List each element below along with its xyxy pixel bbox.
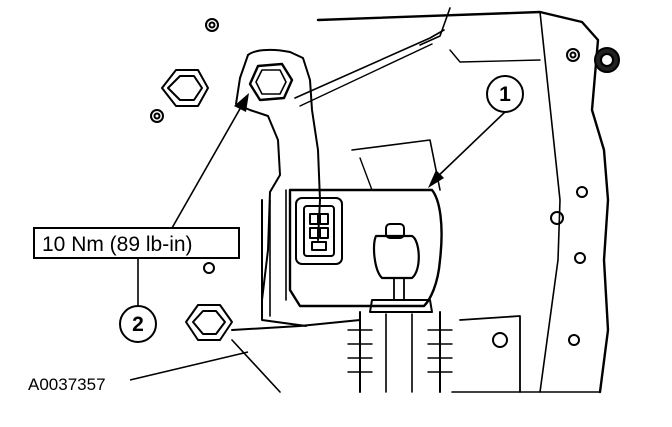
arrow-to-sensor	[428, 170, 444, 188]
engine-component-drawing	[150, 7, 620, 394]
callout-1: 1	[486, 75, 524, 113]
sensor-mount	[369, 223, 433, 313]
torque-callout: 10 Nm (89 lb-in)	[33, 227, 240, 259]
hex-nut-left	[161, 69, 209, 107]
hex-nut-lower	[185, 304, 233, 341]
bolt	[248, 62, 294, 102]
arrow-to-bolt	[234, 93, 249, 112]
threaded-shaft	[231, 311, 601, 393]
callout-2: 2	[119, 305, 157, 343]
callout-2-number: 2	[132, 313, 144, 336]
callout-1-number: 1	[499, 83, 511, 106]
nut-top-right	[594, 47, 620, 73]
torque-callout-box	[33, 227, 240, 259]
torque-spec-label: 10 Nm (89 lb-in)	[42, 233, 193, 256]
figure-reference-code: A0037357	[28, 375, 106, 394]
leader-lines	[129, 99, 506, 381]
sensor-body	[288, 139, 443, 308]
